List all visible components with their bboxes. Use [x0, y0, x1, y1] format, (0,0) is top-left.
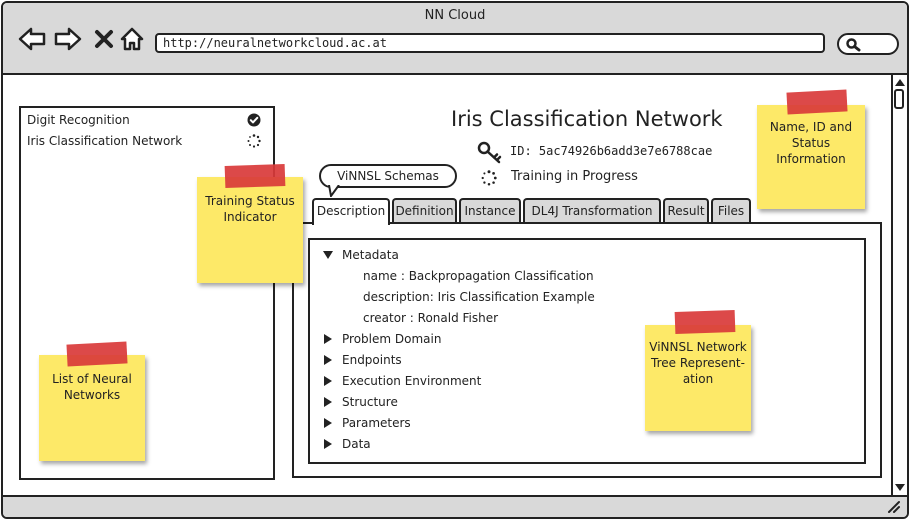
- sticky-note-text: List of Neural Networks: [52, 372, 132, 402]
- key-icon: [477, 141, 502, 164]
- tab-panel-description: Metadata name : Backpropagation Classifi…: [292, 222, 882, 478]
- sticky-note-list-networks: List of Neural Networks: [39, 341, 145, 461]
- forward-button[interactable]: [53, 25, 83, 53]
- resize-grip-icon[interactable]: [887, 500, 901, 514]
- sticky-note-training-status: Training Status Indicator: [197, 163, 303, 283]
- stop-button[interactable]: [89, 25, 119, 53]
- sticky-note-tree-representation: ViNNSL Network Tree Represent- ation: [645, 309, 751, 431]
- network-title: Iris Classification Network: [451, 107, 723, 131]
- tab-files[interactable]: Files: [711, 198, 751, 222]
- search-input[interactable]: [837, 33, 899, 55]
- tab-dl4j-transformation[interactable]: DL4J Transformation: [523, 198, 661, 222]
- check-circle-icon: [247, 113, 261, 127]
- tape: [224, 163, 286, 189]
- spinner-icon: [481, 170, 497, 186]
- tree-node-label: Metadata: [342, 248, 399, 262]
- schemas-callout: ViNNSL Schemas: [319, 164, 457, 188]
- address-bar[interactable]: http://neuralnetworkcloud.ac.at: [155, 33, 825, 53]
- sticky-note-name-id-status: Name, ID and Status Information: [757, 89, 865, 209]
- network-status: Training in Progress: [511, 169, 638, 184]
- scroll-down-icon[interactable]: [894, 483, 906, 493]
- tab-result[interactable]: Result: [663, 198, 709, 222]
- tree-node-label: Structure: [342, 395, 398, 409]
- tree-leaf-description: description: Iris Classification Example: [363, 290, 595, 304]
- tape: [786, 89, 848, 115]
- caret-right-icon: [324, 334, 332, 344]
- tape: [66, 341, 128, 367]
- spinner-icon: [247, 134, 261, 148]
- tab-description[interactable]: Description: [312, 198, 390, 225]
- tree-node-label: Problem Domain: [342, 332, 442, 346]
- home-button[interactable]: [117, 25, 147, 53]
- list-item-iris-classification[interactable]: Iris Classification Network: [27, 132, 267, 150]
- caret-right-icon: [324, 397, 332, 407]
- browser-toolbar: NN Cloud http://neuralnetworkcloud.ac.at: [3, 3, 907, 75]
- tree-node-label: Execution Environment: [342, 374, 482, 388]
- vinnsl-tree: Metadata name : Backpropagation Classifi…: [308, 238, 866, 464]
- status-bar: [3, 495, 907, 517]
- tree-node-label: Parameters: [342, 416, 411, 430]
- search-icon: [846, 38, 861, 52]
- caret-right-icon: [324, 418, 332, 428]
- window-title: NN Cloud: [424, 8, 486, 23]
- scroll-up-icon[interactable]: [894, 77, 906, 87]
- network-id: ID: 5ac74926b6add3e7e6788cae: [510, 144, 713, 158]
- close-icon: [95, 30, 113, 48]
- scrollbar-thumb[interactable]: [894, 89, 904, 109]
- caret-right-icon: [324, 355, 332, 365]
- list-item-label: Iris Classification Network: [27, 134, 183, 148]
- caret-right-icon: [324, 376, 332, 386]
- vertical-scrollbar[interactable]: [891, 75, 907, 495]
- caret-right-icon: [324, 439, 332, 449]
- tape: [674, 309, 736, 335]
- sticky-note-text: Name, ID and Status Information: [769, 120, 853, 166]
- sticky-note-text: ViNNSL Network Tree Represent- ation: [649, 340, 747, 386]
- tab-instance[interactable]: Instance: [459, 198, 521, 222]
- home-icon: [120, 27, 144, 51]
- caret-down-icon: [323, 251, 333, 259]
- back-button[interactable]: [17, 25, 47, 53]
- list-item-digit-recognition[interactable]: Digit Recognition: [27, 111, 267, 129]
- arrow-left-icon: [18, 27, 46, 51]
- tree-leaf-name: name : Backpropagation Classification: [363, 269, 594, 283]
- callout-tail: [328, 185, 340, 197]
- tree-leaf-creator: creator : Ronald Fisher: [363, 311, 499, 325]
- tree-node-label: Data: [342, 437, 371, 451]
- tree-node-label: Endpoints: [342, 353, 402, 367]
- tab-definition[interactable]: Definition: [392, 198, 457, 222]
- arrow-right-icon: [54, 27, 82, 51]
- sticky-note-text: Training Status Indicator: [205, 194, 295, 224]
- list-item-label: Digit Recognition: [27, 113, 130, 127]
